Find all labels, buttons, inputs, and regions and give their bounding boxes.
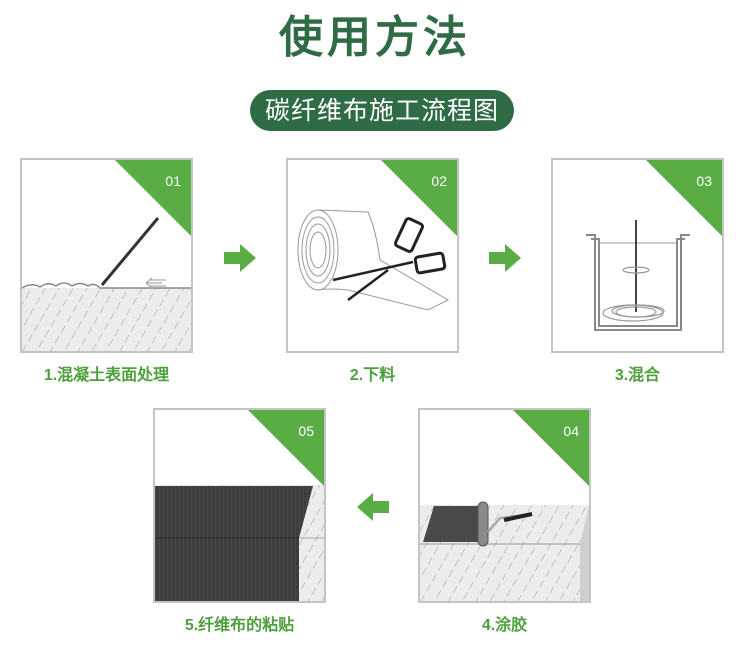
step-number: 02 [431,173,447,189]
step-number: 03 [696,173,712,189]
corner-triangle [115,160,191,236]
step-2-illustration: 02 [286,158,459,353]
page-title: 使用方法 [279,12,471,63]
step-number: 01 [165,173,181,189]
step-5: 05 5.纤维布的粘贴 [153,408,326,635]
corner-triangle [381,160,457,236]
step-4: 04 4.涂胶 [418,408,591,635]
corner-triangle [513,410,589,486]
step-number: 05 [298,423,314,439]
concrete-grinding-icon [22,217,191,351]
arrow-right-icon [222,243,258,273]
step-label: 1.混凝土表面处理 [43,367,170,384]
fiber-cloth-pasting-icon [155,485,324,601]
scissors-roll-icon [297,209,450,311]
step-2: 02 2.下料 [286,158,459,385]
step-3-illustration: 03 [551,158,724,353]
roller-adhesive-icon [420,501,589,601]
step-label: 5.纤维布的粘贴 [184,617,295,634]
step-5-illustration: 05 [153,408,326,603]
corner-triangle [248,410,324,486]
step-3: 03 3.混合 [551,158,724,385]
flowchart-subtitle-badge: 碳纤维布施工流程图 [250,90,514,131]
step-label: 3.混合 [614,367,661,384]
corner-triangle [646,160,722,236]
step-label: 4.涂胶 [481,617,528,634]
arrow-left-icon [355,492,391,522]
arrow-right-icon [487,243,523,273]
step-number: 04 [563,423,579,439]
step-1-illustration: 01 [20,158,193,353]
step-4-illustration: 04 [418,408,591,603]
step-1: 01 1.混凝土表面处理 [20,158,193,385]
mixing-container-icon [586,220,690,331]
step-label: 2.下料 [349,367,396,384]
